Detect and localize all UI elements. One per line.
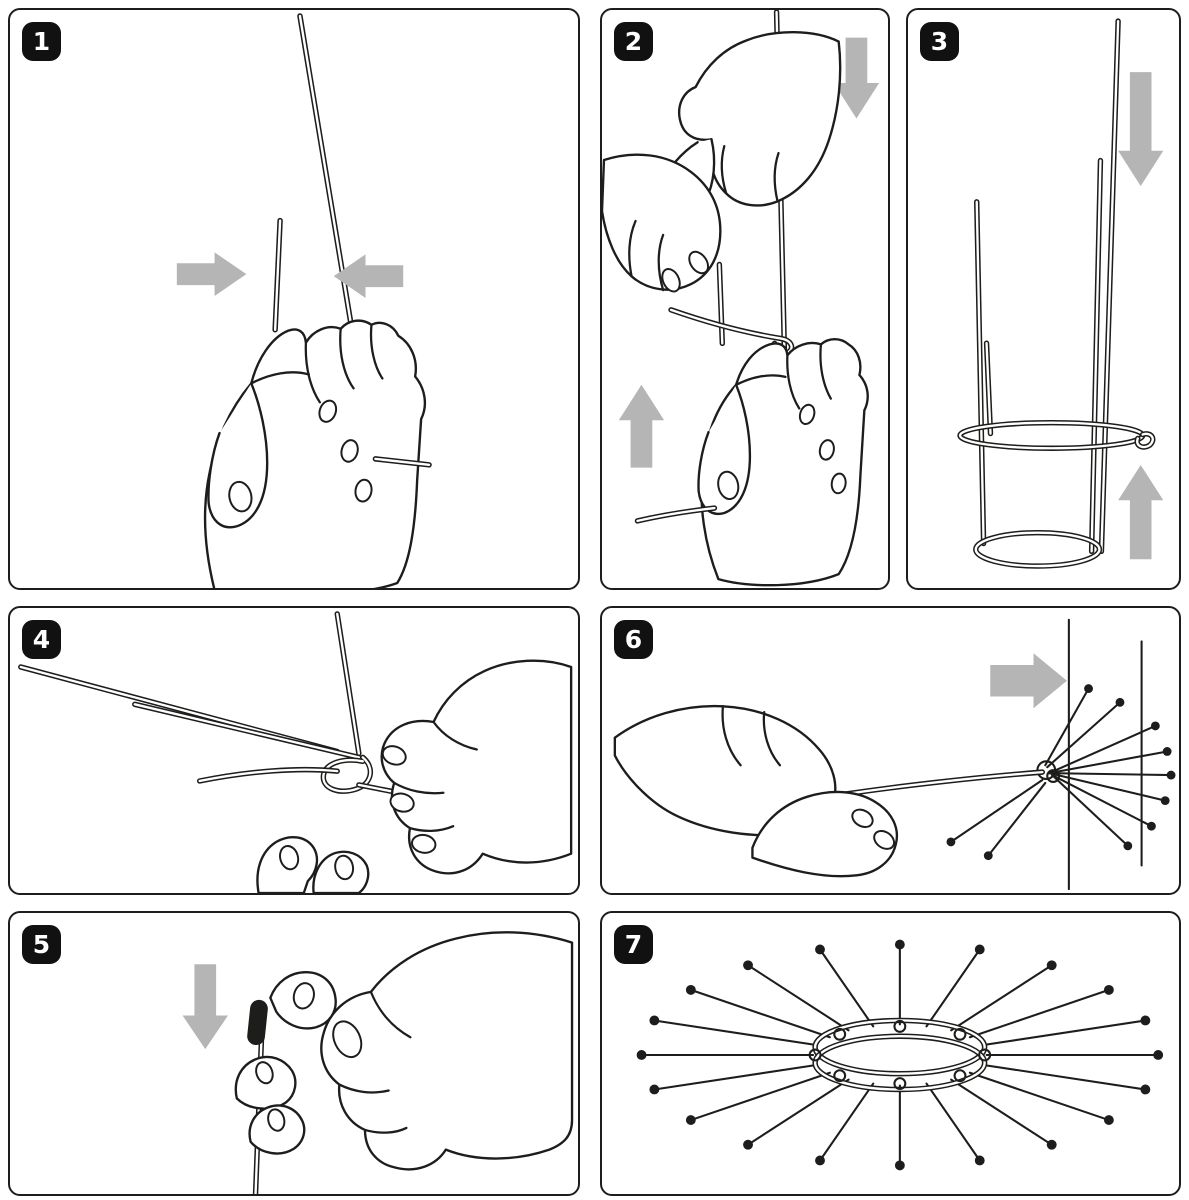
arrow-down-icon [182, 964, 228, 1050]
step-panel-7: 7 [600, 911, 1181, 1196]
step-panel-2: 2 [600, 8, 890, 590]
step-2-badge: 2 [614, 22, 653, 61]
step-panel-6: 6 [600, 606, 1181, 895]
step-7-badge: 7 [614, 925, 653, 964]
fingers-illustration [256, 836, 370, 893]
step-3-number: 3 [930, 27, 949, 56]
hand-illustration [380, 659, 573, 875]
step-5-badge: 5 [22, 925, 61, 964]
spoke-lines [946, 684, 1176, 861]
step-panel-1: 1 [8, 8, 580, 590]
spoke-lines [636, 939, 1164, 1171]
hands-illustration [613, 704, 899, 878]
step-5-number: 5 [32, 930, 51, 959]
step-4-badge: 4 [22, 620, 61, 659]
step-6-number: 6 [624, 625, 643, 654]
step-1-illustration [176, 13, 432, 588]
step-3-badge: 3 [920, 22, 959, 61]
cap-tip [247, 999, 268, 1046]
hand-illustration [234, 931, 574, 1171]
hand-illustration [203, 319, 427, 588]
wire-lines [272, 13, 358, 349]
arrow-up-icon [618, 384, 665, 468]
step-2-number: 2 [624, 27, 643, 56]
step-6-illustration [613, 618, 1176, 891]
step-4-illustration [18, 611, 573, 893]
wire-end [372, 456, 432, 468]
step-7-number: 7 [624, 930, 643, 959]
step-6-badge: 6 [614, 620, 653, 659]
step-1-badge: 1 [22, 22, 61, 61]
wire-end [634, 505, 718, 524]
step-1-number: 1 [32, 27, 51, 56]
step-panel-3: 3 [906, 8, 1181, 590]
frame-wires [1067, 618, 1143, 891]
arrow-right-icon [176, 252, 247, 297]
step-3-illustration [957, 18, 1164, 569]
arrow-up-icon [1118, 464, 1164, 560]
arrow-right-icon [990, 653, 1067, 709]
arrow-down-icon [833, 37, 880, 119]
left-hand-illustration [602, 153, 722, 293]
step-7-illustration [636, 939, 1164, 1171]
arrow-down-icon [1118, 72, 1164, 187]
step-2-illustration [602, 10, 880, 587]
step-panel-4: 4 [8, 606, 580, 895]
step-5-illustration [182, 931, 574, 1194]
wire-lines [18, 611, 476, 806]
held-wire [838, 769, 1046, 798]
ring-illustration [808, 1017, 992, 1093]
arrow-left-icon [333, 254, 404, 299]
wire-frame [957, 18, 1156, 569]
fist-illustration [697, 338, 869, 587]
step-panel-5: 5 [8, 911, 580, 1196]
step-4-number: 4 [32, 625, 51, 654]
